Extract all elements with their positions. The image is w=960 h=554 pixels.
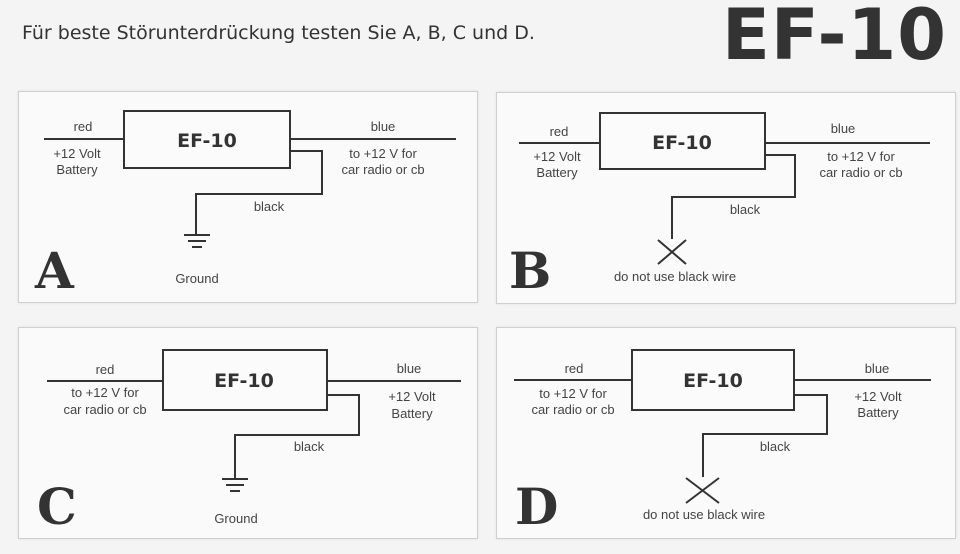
box-label: EF-10 bbox=[214, 370, 274, 392]
red-label: red bbox=[96, 362, 115, 377]
red-label: red bbox=[74, 119, 93, 134]
box-label: EF-10 bbox=[177, 130, 237, 152]
cross-icon bbox=[685, 477, 720, 504]
right-terminal-line2: Battery bbox=[391, 406, 433, 421]
blue-label: blue bbox=[371, 119, 396, 134]
left-terminal-line2: Battery bbox=[56, 162, 98, 177]
left-terminal-line2: Battery bbox=[536, 165, 578, 180]
ground-label: Ground bbox=[175, 271, 218, 286]
right-terminal-line1: +12 Volt bbox=[854, 389, 902, 404]
black-label: black bbox=[730, 202, 761, 217]
ground-label: Ground bbox=[214, 511, 257, 526]
black-wire bbox=[195, 150, 323, 235]
instruction-heading: Für beste Störunterdrückung testen Sie A… bbox=[22, 22, 535, 44]
panel-letter: B bbox=[509, 241, 551, 300]
panel-d: EF-10 red to +12 V for car radio or cb b… bbox=[496, 327, 956, 539]
panel-a: EF-10 red +12 Volt Battery blue to +12 V… bbox=[18, 91, 478, 303]
right-terminal-line1: to +12 V for bbox=[827, 149, 895, 164]
red-label: red bbox=[550, 124, 569, 139]
right-terminal-line1: +12 Volt bbox=[388, 389, 436, 404]
wiring-diagram-a: EF-10 red +12 Volt Battery blue to +12 V… bbox=[34, 110, 456, 300]
panel-letter: A bbox=[34, 241, 75, 300]
left-terminal-line1: +12 Volt bbox=[53, 146, 101, 161]
black-wire bbox=[234, 394, 360, 479]
warning-note: do not use black wire bbox=[643, 507, 765, 522]
wiring-diagram-d: EF-10 red to +12 V for car radio or cb b… bbox=[514, 349, 931, 536]
left-terminal-line2: car radio or cb bbox=[63, 402, 146, 417]
blue-label: blue bbox=[397, 361, 422, 376]
box-label: EF-10 bbox=[683, 370, 743, 392]
left-terminal-line2: car radio or cb bbox=[531, 402, 614, 417]
ground-icon bbox=[222, 478, 248, 492]
left-terminal-line1: +12 Volt bbox=[533, 149, 581, 164]
blue-label: blue bbox=[831, 121, 856, 136]
black-wire bbox=[671, 154, 796, 239]
black-label: black bbox=[760, 439, 791, 454]
panel-letter: D bbox=[515, 477, 558, 536]
ef10-box bbox=[599, 112, 766, 170]
right-terminal-line2: car radio or cb bbox=[819, 165, 902, 180]
ef10-box bbox=[162, 349, 328, 411]
left-terminal-line1: to +12 V for bbox=[539, 386, 607, 401]
left-terminal-line1: to +12 V for bbox=[71, 385, 139, 400]
box-label: EF-10 bbox=[652, 132, 712, 154]
right-terminal-line2: car radio or cb bbox=[341, 162, 424, 177]
black-wire bbox=[702, 394, 828, 477]
wiring-diagram-c: EF-10 red to +12 V for car radio or cb b… bbox=[37, 349, 461, 536]
panel-letter: C bbox=[37, 477, 77, 536]
product-title: EF-10 bbox=[722, 0, 947, 76]
warning-note: do not use black wire bbox=[614, 269, 736, 284]
blue-label: blue bbox=[865, 361, 890, 376]
panel-c: EF-10 red to +12 V for car radio or cb b… bbox=[18, 327, 478, 539]
wiring-diagram-b: EF-10 red +12 Volt Battery blue to +12 V… bbox=[509, 112, 930, 300]
ef10-box bbox=[631, 349, 795, 411]
black-label: black bbox=[294, 439, 325, 454]
panel-b: EF-10 red +12 Volt Battery blue to +12 V… bbox=[496, 92, 956, 304]
cross-icon bbox=[657, 239, 687, 265]
ground-icon bbox=[184, 234, 210, 248]
right-terminal-line1: to +12 V for bbox=[349, 146, 417, 161]
black-label: black bbox=[254, 199, 285, 214]
right-terminal-line2: Battery bbox=[857, 405, 899, 420]
ef10-box bbox=[123, 110, 291, 169]
red-label: red bbox=[565, 361, 584, 376]
